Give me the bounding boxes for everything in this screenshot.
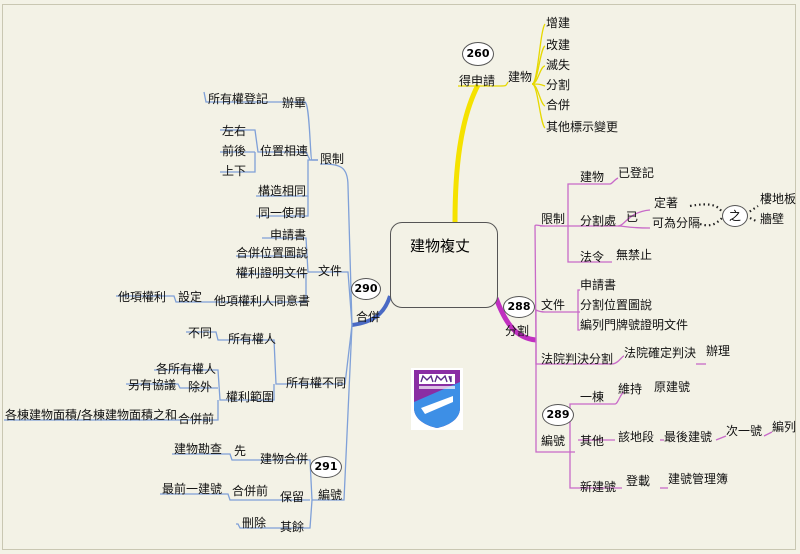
dir-front-back[interactable]: 前後: [222, 144, 247, 158]
node-restrict-right[interactable]: 限制: [541, 212, 566, 226]
node-number-left[interactable]: 編號: [318, 488, 343, 502]
item-merge[interactable]: 合併: [546, 98, 571, 112]
node-court-split[interactable]: 法院判決分割: [541, 352, 614, 366]
node-docs-left[interactable]: 文件: [318, 264, 343, 278]
logo: [411, 368, 463, 430]
node-restrict-left[interactable]: 限制: [320, 152, 345, 166]
central-topic[interactable]: 建物複丈: [390, 222, 498, 308]
node-one-building[interactable]: 一棟: [580, 390, 605, 404]
node-rights-scope[interactable]: 權利範圍: [226, 390, 275, 404]
branch-right: [493, 297, 537, 343]
node-defined[interactable]: 定著: [654, 196, 679, 210]
central-topic-label: 建物複丈: [410, 237, 471, 255]
node-merge[interactable]: 合併: [356, 310, 381, 324]
doc-house-number[interactable]: 編列門牌號證明文件: [580, 318, 689, 332]
node-next-no[interactable]: 次一號: [726, 424, 763, 438]
node-docs-right[interactable]: 文件: [541, 298, 566, 312]
node-handle-left[interactable]: 辦畢: [282, 96, 307, 110]
node-number-book[interactable]: 建號管理簿: [668, 472, 729, 486]
node-agreement[interactable]: 另有協議: [128, 378, 177, 392]
dir-left-right[interactable]: 左右: [222, 124, 247, 138]
node-same-use[interactable]: 同一使用: [258, 206, 307, 220]
node-section[interactable]: 該地段: [618, 430, 655, 444]
doc-application-left[interactable]: 申請書: [270, 228, 307, 242]
node-except[interactable]: 除外: [188, 380, 213, 394]
node-handle-right[interactable]: 辦理: [706, 344, 731, 358]
branch-left: [351, 295, 392, 327]
node-assign[interactable]: 編列: [772, 420, 797, 434]
node-other-rights[interactable]: 他項權利: [118, 290, 167, 304]
node-front-no[interactable]: 最前一建號: [162, 482, 223, 496]
node-no-ban[interactable]: 無禁止: [616, 248, 653, 262]
node-before-merge[interactable]: 合併前: [178, 412, 215, 426]
doc-consent[interactable]: 他項權利人同意書: [214, 294, 311, 308]
doc-application-right[interactable]: 申請書: [580, 278, 617, 292]
node-division-place[interactable]: 分割處: [580, 214, 617, 228]
node-position[interactable]: 位置相連: [260, 144, 309, 158]
doc-split-drawing[interactable]: 分割位置圖說: [580, 298, 653, 312]
canvas-border: [2, 4, 796, 550]
node-differ[interactable]: 不同: [188, 326, 213, 340]
node-first[interactable]: 先: [234, 444, 247, 458]
node-each-owner[interactable]: 各所有權人: [156, 362, 217, 376]
node-apply[interactable]: 得申請: [459, 74, 496, 88]
node-area-formula[interactable]: 各棟建物面積/各棟建物面積之和: [5, 408, 178, 422]
node-bldg-merge[interactable]: 建物合併: [260, 452, 309, 466]
node-owner[interactable]: 所有權人: [228, 332, 277, 346]
branch-top: [452, 83, 481, 223]
node-other[interactable]: 其他: [580, 434, 605, 448]
node-wall[interactable]: 牆壁: [760, 212, 785, 226]
dir-up-down[interactable]: 上下: [222, 164, 247, 178]
code-bubble-290: 290: [351, 278, 381, 300]
node-can-divide[interactable]: 可為分隔: [652, 216, 701, 230]
node-registered[interactable]: 已登記: [618, 166, 655, 180]
node-record[interactable]: 登載: [626, 474, 651, 488]
node-keep-left[interactable]: 保留: [280, 490, 305, 504]
node-already[interactable]: 已: [626, 210, 639, 224]
node-building-right[interactable]: 建物: [580, 170, 605, 184]
logo-graphic: [411, 368, 463, 430]
node-floor-slab[interactable]: 樓地板: [760, 192, 797, 206]
node-ownership-reg[interactable]: 所有權登記: [208, 92, 269, 106]
node-original-no[interactable]: 原建號: [654, 380, 691, 394]
node-before-left[interactable]: 合併前: [232, 484, 269, 498]
node-struct-same[interactable]: 構造相同: [258, 184, 307, 198]
doc-rights-proof[interactable]: 權利證明文件: [236, 266, 309, 280]
node-number-right[interactable]: 編號: [541, 434, 566, 448]
node-last-no[interactable]: 最後建號: [664, 430, 713, 444]
node-delete[interactable]: 刪除: [242, 516, 267, 530]
item-split[interactable]: 分割: [546, 78, 571, 92]
node-rest[interactable]: 其餘: [280, 520, 305, 534]
node-survey[interactable]: 建物勘查: [174, 442, 223, 456]
node-owner-diff[interactable]: 所有權不同: [286, 376, 347, 390]
code-bubble-291: 291: [310, 456, 342, 478]
node-court-confirm[interactable]: 法院確定判決: [624, 346, 697, 360]
node-of[interactable]: 之: [722, 205, 748, 227]
code-bubble-260: 260: [462, 42, 494, 66]
item-expand[interactable]: 增建: [546, 16, 571, 30]
code-bubble-289: 289: [542, 404, 574, 426]
doc-merge-drawing[interactable]: 合併位置圖說: [236, 246, 309, 260]
node-building-top[interactable]: 建物: [508, 70, 533, 84]
item-other-change[interactable]: 其他標示變更: [546, 120, 619, 134]
code-bubble-288: 288: [503, 296, 535, 318]
item-rebuild[interactable]: 改建: [546, 38, 571, 52]
node-divide[interactable]: 分割: [505, 324, 530, 338]
node-keep-right[interactable]: 維持: [618, 382, 643, 396]
node-setting[interactable]: 設定: [178, 290, 203, 304]
node-new-no[interactable]: 新建號: [580, 480, 617, 494]
item-destroy[interactable]: 滅失: [546, 58, 571, 72]
node-law[interactable]: 法令: [580, 250, 605, 264]
